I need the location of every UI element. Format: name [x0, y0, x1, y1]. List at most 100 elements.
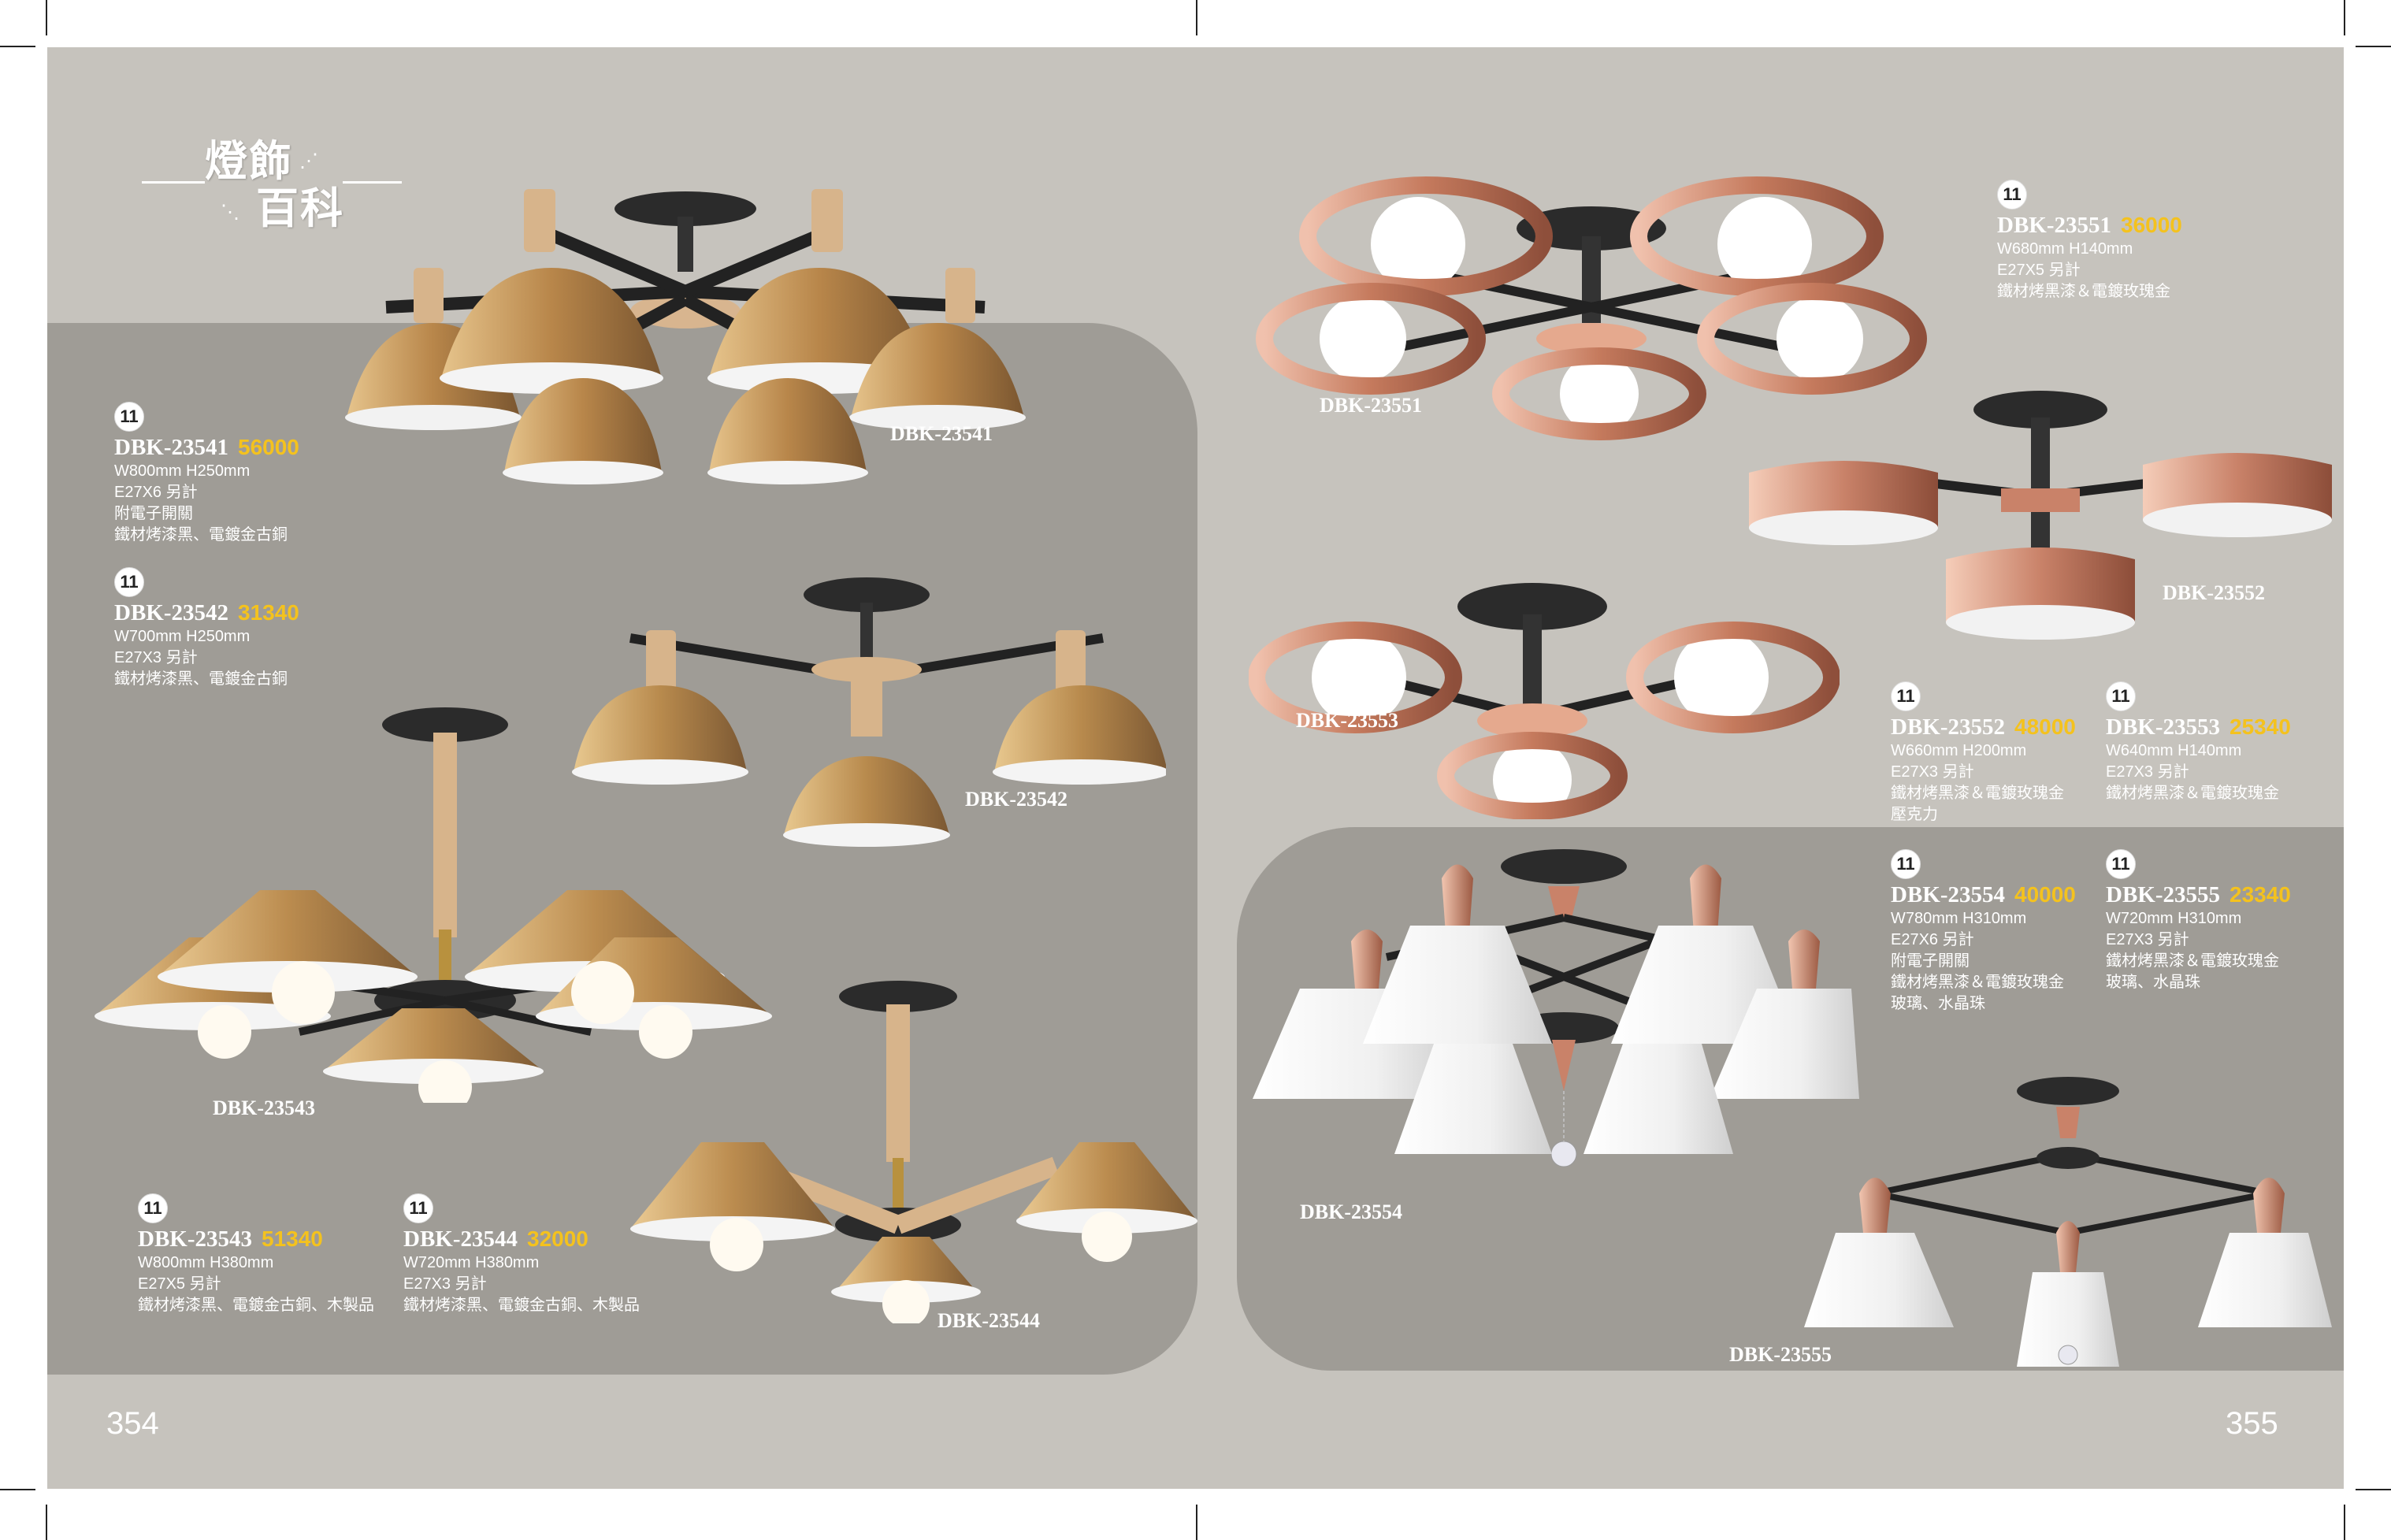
- product-code: DBK-23554: [1891, 882, 2005, 907]
- spec-line: 附電子開關: [114, 505, 193, 522]
- product-code: DBK-23543: [138, 1226, 252, 1252]
- product-price: 23340: [2229, 882, 2291, 907]
- product-spec-dbk-23554: 11 DBK-23554 40000 W780mm H310mm E27X6 另計…: [1891, 849, 2076, 1015]
- lamp-dbk-23554-image: [1253, 849, 1859, 1167]
- spec-line: W640mm H140mm: [2106, 742, 2242, 759]
- product-spec-dbk-23553: 11 DBK-23553 25340 W640mm H140mm E27X3 另計…: [2106, 681, 2291, 804]
- spec-line: 附電子開關: [1891, 952, 1970, 970]
- spec-line: E27X6 另計: [114, 484, 198, 501]
- logo-line1: 燈飾: [205, 138, 293, 185]
- left-page: 燈飾 百科 ⋰ ⋱ DBK-23: [47, 47, 1197, 1489]
- category-badge: 11: [138, 1193, 168, 1223]
- left-content-panel: [47, 323, 1197, 1375]
- spec-line: W800mm H250mm: [114, 462, 251, 480]
- spec-line: E27X3 另計: [2106, 763, 2189, 781]
- spec-line: 玻璃、水晶珠: [1891, 995, 1985, 1012]
- spec-line: E27X3 另計: [114, 649, 198, 666]
- logo-rule: [343, 181, 402, 184]
- spec-line: E27X6 另計: [1891, 931, 1974, 948]
- product-spec-dbk-23552: 11 DBK-23552 48000 W660mm H200mm E27X3 另計…: [1891, 681, 2076, 826]
- product-price: 48000: [2014, 714, 2076, 739]
- product-price: 56000: [238, 435, 299, 459]
- spec-line: W780mm H310mm: [1891, 910, 2027, 927]
- page-number-right: 355: [2226, 1406, 2278, 1441]
- category-badge: 11: [1891, 681, 1921, 711]
- lamp-dbk-23542-image: [572, 577, 1166, 847]
- right-page: DBK-23551 DBK-23553 DBK-23552: [1197, 47, 2344, 1489]
- spec-line: 鐵材烤黑漆＆電鍍玫瑰金: [2106, 785, 2279, 802]
- category-badge: 11: [1997, 180, 2027, 210]
- spec-line: E27X3 另計: [2106, 931, 2189, 948]
- photo-label: DBK-23544: [937, 1309, 1040, 1332]
- logo: 燈飾 百科 ⋰ ⋱: [142, 126, 402, 291]
- category-badge: 11: [403, 1193, 433, 1223]
- lamp-dbk-23555-image: [1804, 1077, 2332, 1367]
- spec-line: W660mm H200mm: [1891, 742, 2027, 759]
- product-price: 31340: [238, 600, 299, 625]
- spec-line: W800mm H380mm: [138, 1254, 274, 1271]
- photo-label: DBK-23553: [1296, 709, 1398, 732]
- spec-line: 鐵材烤漆黑、電鍍金古銅: [114, 670, 288, 688]
- photo-label: DBK-23543: [213, 1097, 315, 1119]
- crop-mark: [0, 46, 35, 47]
- spec-line: 鐵材烤黑漆＆電鍍玫瑰金: [1997, 283, 2170, 300]
- product-spec-dbk-23544: 11 DBK-23544 32000 W720mm H380mm E27X3 另計…: [403, 1193, 640, 1316]
- spec-line: 鐵材烤黑漆＆電鍍玫瑰金: [1891, 785, 2064, 802]
- spec-line: 鐵材烤漆黑、電鍍金古銅: [114, 526, 288, 544]
- lamp-dbk-23544-image: [630, 981, 1197, 1323]
- lamp-dbk-23552-image: [1749, 391, 2332, 640]
- product-code: DBK-23555: [2106, 882, 2220, 907]
- category-badge: 11: [1891, 849, 1921, 879]
- crop-mark: [2356, 1489, 2391, 1490]
- photo-label: DBK-23552: [2163, 581, 2265, 604]
- crop-mark: [46, 0, 47, 35]
- lamp-dbk-23543-image: [95, 707, 772, 1103]
- crop-mark: [2356, 46, 2391, 47]
- lamp-dbk-23541-image: [345, 189, 1026, 484]
- spec-line: 玻璃、水晶珠: [2106, 974, 2200, 991]
- crop-mark: [2344, 1505, 2345, 1540]
- category-badge: 11: [114, 402, 144, 432]
- spec-line: E27X3 另計: [403, 1275, 487, 1293]
- photo-label: DBK-23554: [1300, 1200, 1402, 1223]
- page-number-left: 354: [106, 1406, 159, 1441]
- logo-line2: 百科: [256, 185, 344, 232]
- spec-line: W720mm H380mm: [403, 1254, 540, 1271]
- spec-line: E27X5 另計: [138, 1275, 221, 1293]
- crop-mark: [0, 1489, 35, 1490]
- category-badge: 11: [2106, 681, 2136, 711]
- product-code: DBK-23544: [403, 1226, 518, 1252]
- photo-label: DBK-23551: [1320, 394, 1422, 417]
- spec-line: W700mm H250mm: [114, 628, 251, 645]
- lamp-dbk-23553-image: [1249, 583, 1840, 819]
- spec-line: 鐵材烤黑漆＆電鍍玫瑰金: [1891, 974, 2064, 991]
- crop-mark: [1196, 1505, 1197, 1540]
- product-code: DBK-23551: [1997, 213, 2111, 238]
- crop-mark: [2344, 0, 2345, 35]
- spec-line: 鐵材烤漆黑、電鍍金古銅、木製品: [403, 1297, 640, 1314]
- photo-label: DBK-23542: [965, 788, 1067, 811]
- photo-label: DBK-23555: [1729, 1343, 1832, 1366]
- product-price: 32000: [527, 1226, 588, 1251]
- product-price: 25340: [2229, 714, 2291, 739]
- lamp-dbk-23551-image: [1256, 176, 1927, 440]
- spec-line: E27X3 另計: [1891, 763, 1974, 781]
- product-price: 36000: [2121, 213, 2182, 237]
- logo-dots-icon: ⋱: [221, 202, 239, 223]
- product-price: 40000: [2014, 882, 2076, 907]
- spec-line: W680mm H140mm: [1997, 240, 2133, 258]
- logo-rule: [142, 181, 205, 184]
- spec-line: 鐵材烤漆黑、電鍍金古銅、木製品: [138, 1297, 374, 1314]
- product-code: DBK-23553: [2106, 714, 2220, 740]
- product-code: DBK-23542: [114, 600, 228, 625]
- category-badge: 11: [2106, 849, 2136, 879]
- logo-dots-icon: ⋰: [299, 150, 318, 172]
- spec-line: 壓克力: [1891, 806, 1938, 823]
- crop-mark: [1196, 0, 1197, 35]
- product-code: DBK-23552: [1891, 714, 2005, 740]
